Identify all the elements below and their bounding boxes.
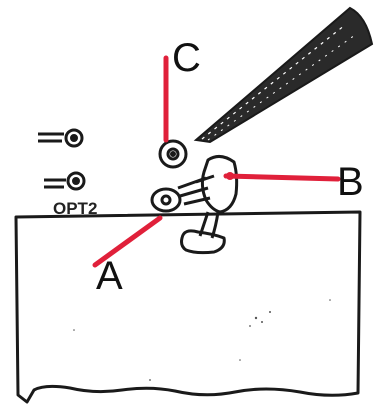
- pointer-line-b: [223, 173, 341, 182]
- knob-c-icon: [158, 139, 188, 169]
- pointer-dot-b: [226, 172, 234, 180]
- pointer-lines: [92, 55, 341, 268]
- knob-icon-top: [38, 128, 84, 148]
- label-a: A: [96, 254, 123, 298]
- knob-a-icon: [150, 187, 182, 213]
- panel-outline: [14, 210, 362, 404]
- label-c: C: [172, 36, 201, 80]
- pointer-line-a: [92, 215, 163, 268]
- panel-specks: [73, 299, 331, 381]
- beam-cone: [193, 6, 374, 144]
- knob-icon-middle: [44, 171, 86, 191]
- label-b: B: [337, 160, 364, 204]
- lever-mechanism: [177, 155, 239, 255]
- opt-label: OPT2: [53, 199, 98, 218]
